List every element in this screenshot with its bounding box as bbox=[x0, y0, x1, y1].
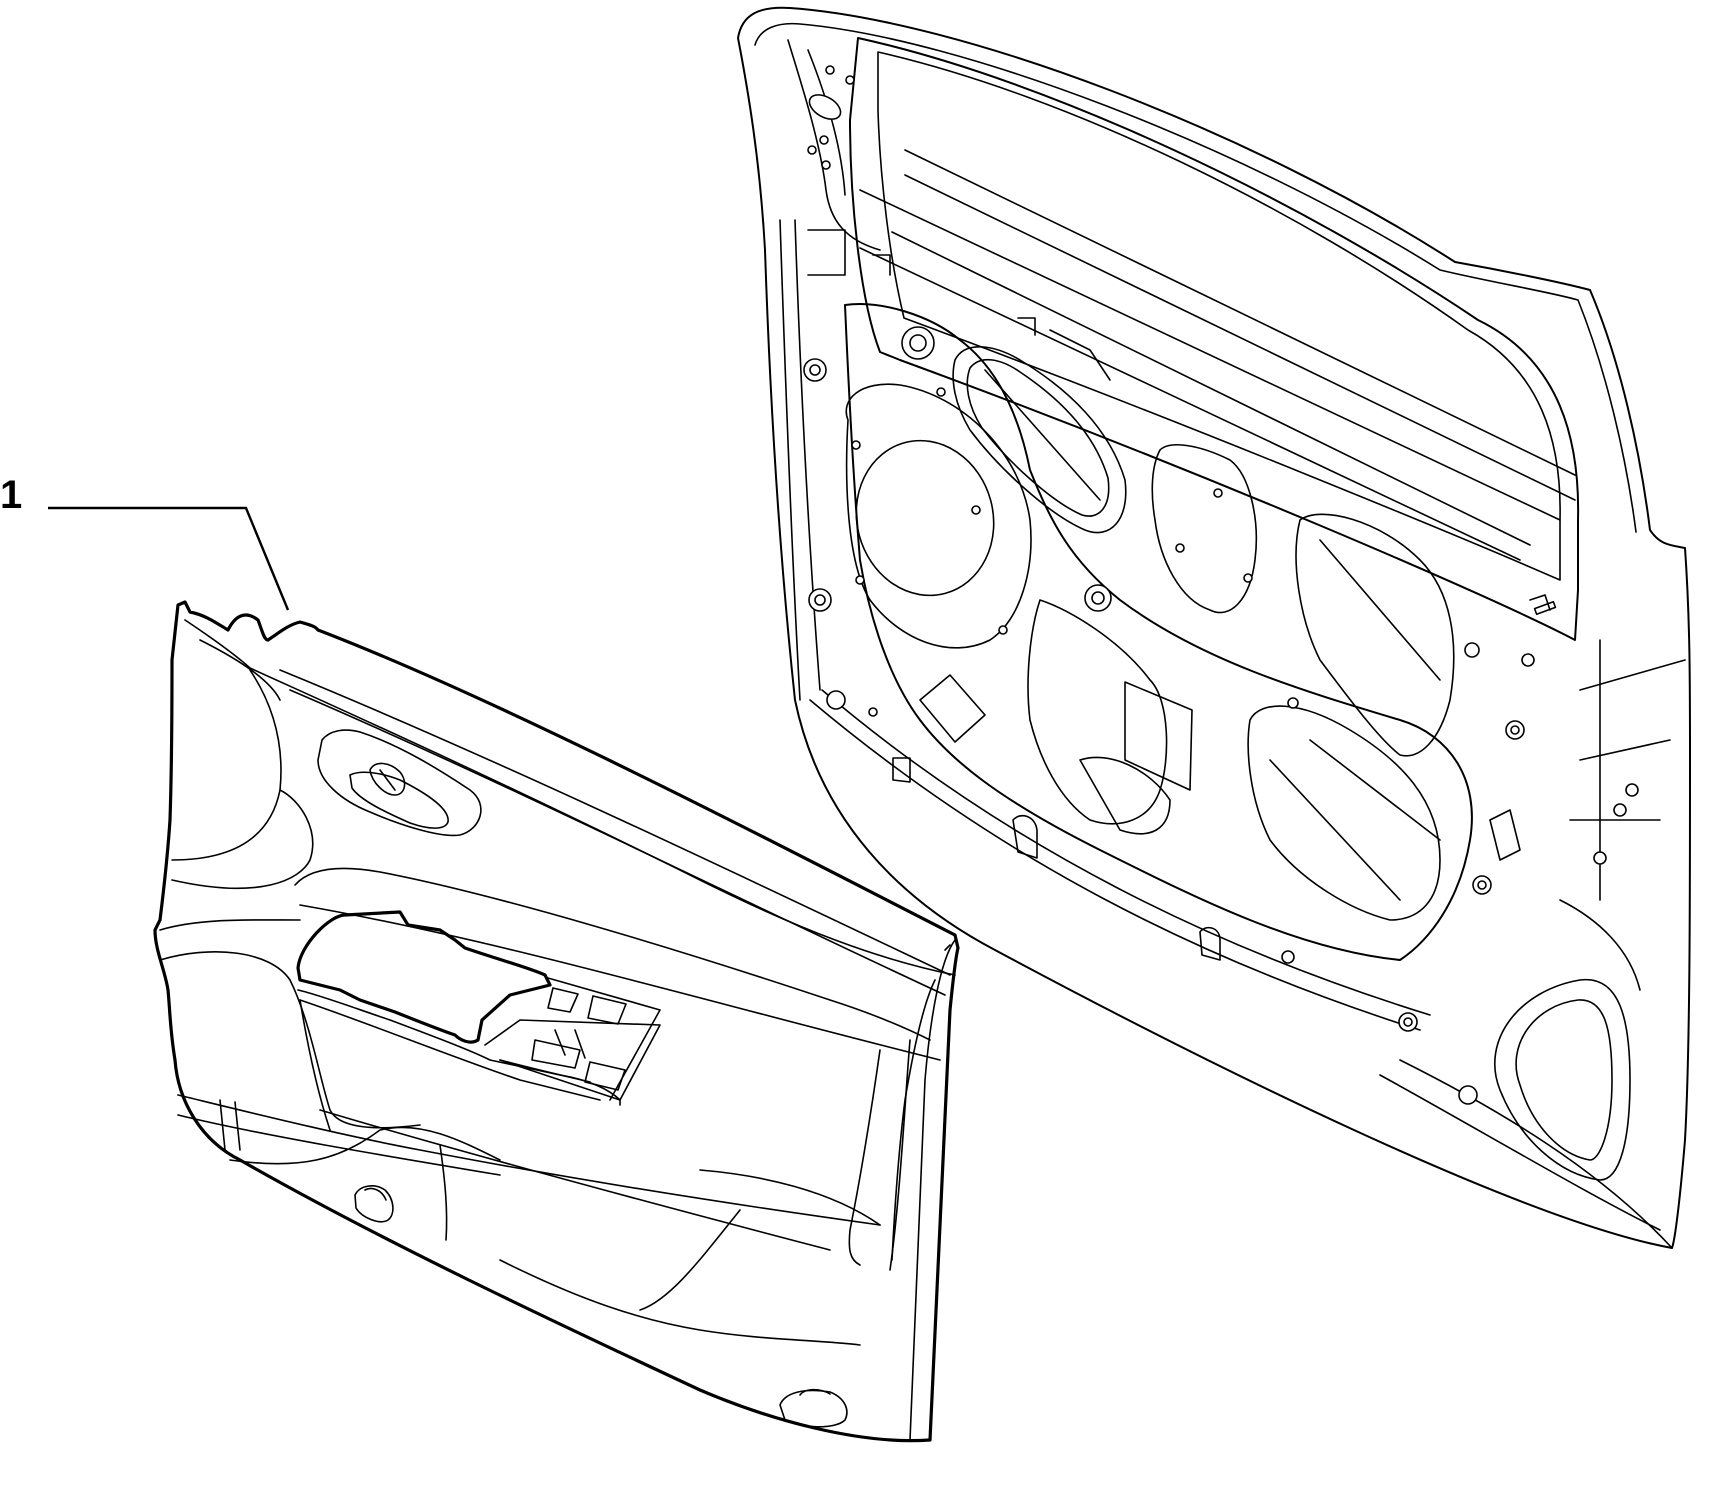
callout-label: 1 bbox=[0, 473, 22, 517]
door-trim-panel bbox=[153, 600, 960, 1443]
door-inner-frame bbox=[737, 6, 1691, 1249]
leader-line bbox=[48, 506, 290, 611]
callout-1: 1 bbox=[0, 473, 290, 611]
